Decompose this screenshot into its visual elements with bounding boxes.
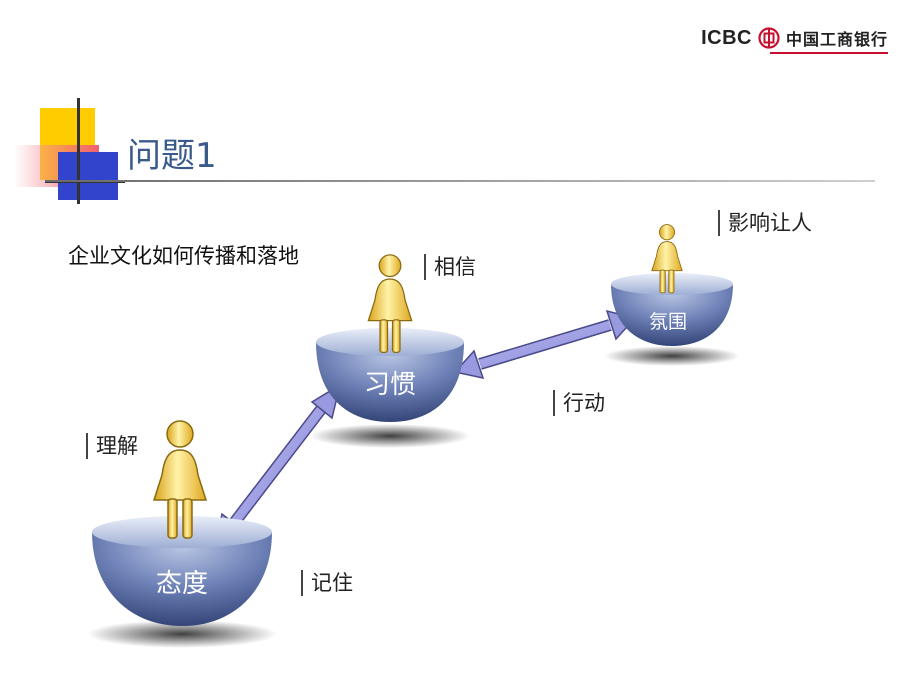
note-understand: 理解	[86, 433, 138, 459]
slide-subtitle: 企业文化如何传播和落地	[68, 244, 299, 268]
stage-bowl-habit: 习惯	[310, 328, 470, 448]
note-influence: 影响让人	[718, 210, 812, 236]
note-remember: 记住	[301, 570, 353, 596]
title-decoration-vline	[77, 98, 80, 204]
brand-logo: ICBC 中国工商银行	[701, 26, 888, 50]
title-decoration-blue	[58, 152, 118, 200]
brand-underline	[770, 52, 888, 54]
brand-name: ICBC	[701, 26, 752, 49]
note-action: 行动	[553, 390, 605, 416]
stage-name-habit: 习惯	[364, 370, 416, 400]
connector-arrow-2	[453, 309, 637, 380]
stage-bowl-atmosphere: 氛围	[604, 273, 740, 366]
stage-bowl-attitude: 态度	[87, 516, 277, 648]
slide-title: 问题1	[127, 136, 217, 176]
title-rule	[45, 180, 875, 182]
note-believe: 相信	[424, 254, 476, 280]
stage-name-atmosphere: 氛围	[649, 311, 687, 333]
title-decoration-hline	[45, 181, 125, 183]
stage-name-attitude: 态度	[156, 569, 208, 599]
brand-chinese-name: 中国工商银行	[785, 30, 888, 49]
icbc-emblem-icon	[758, 27, 780, 49]
